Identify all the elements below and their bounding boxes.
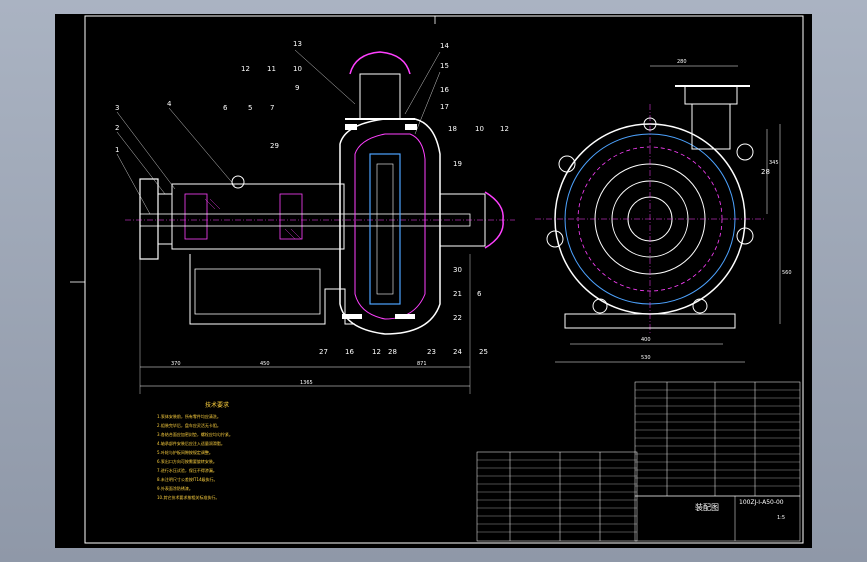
callout-label: 7: [270, 104, 274, 112]
dimension-label: 1365: [300, 380, 313, 386]
callout-label: 6: [477, 290, 482, 298]
parts-list: [476, 381, 801, 542]
callout-label: 10: [475, 125, 484, 133]
note-line: 3.各结合面应加密封垫，螺栓应均匀拧紧。: [157, 431, 233, 437]
callout-label: 3: [115, 104, 119, 112]
callout-label: 1: [115, 146, 119, 154]
callout-label: 4: [167, 100, 172, 108]
front-view-dimensions: 370 450 871 1365: [139, 254, 471, 394]
callout-label: 10: [293, 65, 302, 73]
callout-label: 2: [115, 124, 119, 132]
callout-label: 17: [440, 103, 449, 111]
callout-label: 14: [440, 42, 449, 50]
note-line: 4.轴承部件安装后应注入适量润滑脂。: [157, 440, 225, 446]
dimension-label: 400: [641, 337, 651, 343]
callout-label: 15: [440, 62, 449, 70]
callout-label: 18: [448, 125, 457, 133]
technical-notes: 技术要求 1.泵体安装前，所有零件均应清洗。 2.组装完毕后，盘车应灵活无卡阻。…: [157, 401, 233, 500]
side-view: 280 400 530 560 345 28: [535, 59, 792, 363]
callout-label: 13: [293, 40, 302, 48]
callout-label: 27: [319, 348, 328, 356]
callout-label: 11: [267, 65, 276, 73]
dimension-label: 530: [641, 355, 651, 361]
callout-label: 28: [761, 168, 770, 176]
callout-label: 29: [270, 142, 279, 150]
front-view-callouts: 13 12 11 10 9 14 15 16 17 18 10 12 3 2 1…: [115, 40, 509, 356]
callout-label: 19: [453, 160, 462, 168]
note-line: 9.外表面涂防锈漆。: [157, 485, 193, 491]
dimension-label: 280: [677, 59, 687, 65]
callout-label: 12: [372, 348, 381, 356]
callout-label: 23: [427, 348, 436, 356]
dimension-label: 871: [417, 361, 427, 367]
assembly-drawing: 13 12 11 10 9 14 15 16 17 18 10 12 3 2 1…: [70, 15, 804, 544]
callout-label: 25: [479, 348, 488, 356]
dimension-label: 450: [260, 361, 270, 367]
drawing-scale: 1:5: [777, 515, 785, 521]
callout-label: 30: [453, 266, 462, 274]
callout-label: 28: [388, 348, 397, 356]
note-line: 6.泵出口方向可按需要旋转安装。: [157, 458, 217, 464]
dimension-label: 370: [171, 361, 181, 367]
sectional-front-view: [125, 51, 515, 335]
callout-label: 9: [295, 84, 299, 92]
callout-label: 12: [500, 125, 509, 133]
notes-title: 技术要求: [205, 401, 229, 409]
callout-label: 5: [248, 104, 252, 112]
drawing-number: 100ZJ-I-A50-00: [739, 499, 784, 506]
note-line: 5.叶轮与护板间隙按规定调整。: [157, 449, 213, 455]
note-line: 7.进行水压试验，保压不得渗漏。: [157, 467, 217, 473]
note-line: 8.未注明尺寸公差按IT14级执行。: [157, 476, 218, 482]
callout-label: 22: [453, 314, 462, 322]
dimension-label: 560: [782, 270, 792, 276]
dimension-label: 345: [769, 160, 779, 166]
drawing-sheet: 13 12 11 10 9 14 15 16 17 18 10 12 3 2 1…: [55, 14, 812, 548]
drawing-title: 装配图: [695, 502, 719, 512]
callout-label: 24: [453, 348, 462, 356]
note-line: 10.其它技术要求按相关标准执行。: [157, 494, 219, 500]
parts-list-rows: [477, 389, 800, 533]
callout-label: 12: [241, 65, 250, 73]
callout-label: 6: [223, 104, 228, 112]
callout-label: 21: [453, 290, 462, 298]
note-line: 2.组装完毕后，盘车应灵活无卡阻。: [157, 422, 221, 428]
note-line: 1.泵体安装前，所有零件均应清洗。: [157, 413, 221, 419]
callout-label: 16: [345, 348, 354, 356]
callout-label: 16: [440, 86, 449, 94]
drawing-border: [84, 15, 804, 544]
